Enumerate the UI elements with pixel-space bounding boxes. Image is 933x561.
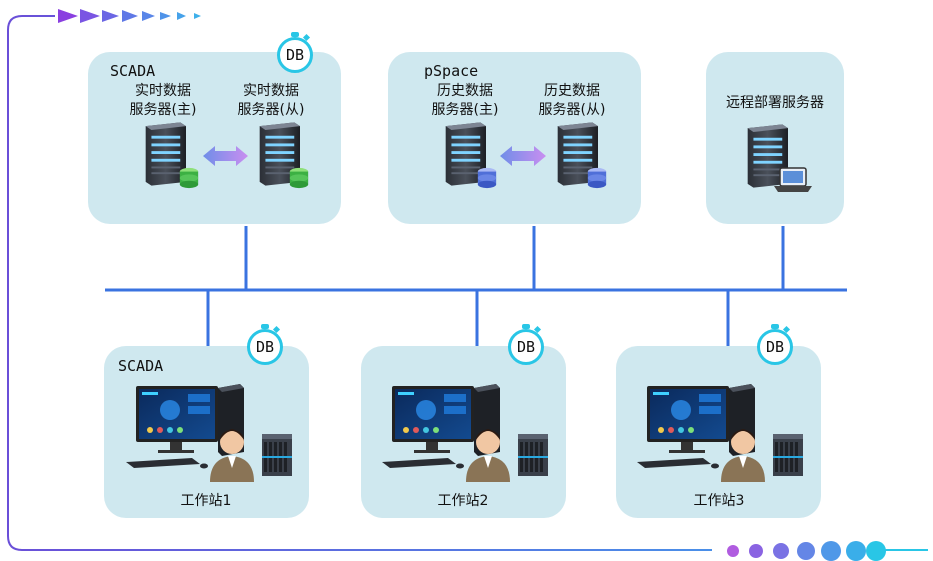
frame-arrows-icon xyxy=(58,9,201,23)
scada-slave-label: 实时数据 服务器(从) xyxy=(237,83,305,118)
pspace-panel-title: pSpace xyxy=(424,62,479,80)
frame-dots-icon xyxy=(727,541,886,561)
remote-server-label: 远程部署服务器 xyxy=(726,95,824,111)
workstation-2-db-badge: DB xyxy=(508,324,544,365)
pspace-slave-label: 历史数据 服务器(从) xyxy=(538,83,606,118)
workstation-1-db-badge: DB xyxy=(247,324,283,365)
workstation-1-label: 工作站1 xyxy=(180,493,232,509)
scada-master-label: 实时数据 服务器(主) xyxy=(129,83,197,118)
workstation-2-label: 工作站2 xyxy=(437,493,489,509)
pspace-sync-arrow-icon xyxy=(500,146,546,166)
workstation-2-computer-icon xyxy=(382,384,548,482)
pspace-master-label: 历史数据 服务器(主) xyxy=(431,83,499,118)
pspace-server-panel xyxy=(388,52,641,224)
scada-panel-title: SCADA xyxy=(110,62,156,80)
frame-left-line xyxy=(7,15,712,551)
workstation-1-computer-icon xyxy=(126,384,292,482)
workstation-1-title: SCADA xyxy=(118,357,164,375)
scada-sync-arrow-icon xyxy=(203,146,248,166)
workstation-3-db-badge: DB xyxy=(757,324,793,365)
scada-db-badge: DB xyxy=(277,32,313,73)
workstation-3-computer-icon xyxy=(637,384,803,482)
remote-server-icon xyxy=(747,124,812,192)
workstation-3-label: 工作站3 xyxy=(693,493,745,509)
